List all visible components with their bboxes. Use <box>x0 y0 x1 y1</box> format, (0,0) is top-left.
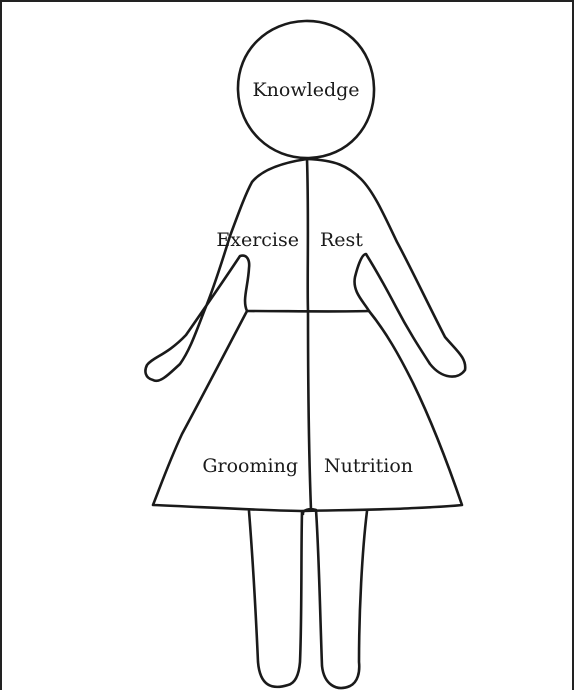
torso-and-arms-outline <box>145 159 465 381</box>
nutrition-label: Nutrition <box>324 455 413 477</box>
grooming-label: Grooming <box>202 455 298 477</box>
exercise-label: Exercise <box>216 229 299 251</box>
rest-label: Rest <box>320 229 363 251</box>
left-leg-outline <box>249 511 302 687</box>
right-leg-outline <box>303 509 367 688</box>
center-divider-line <box>307 159 311 510</box>
knowledge-label: Knowledge <box>252 79 359 101</box>
